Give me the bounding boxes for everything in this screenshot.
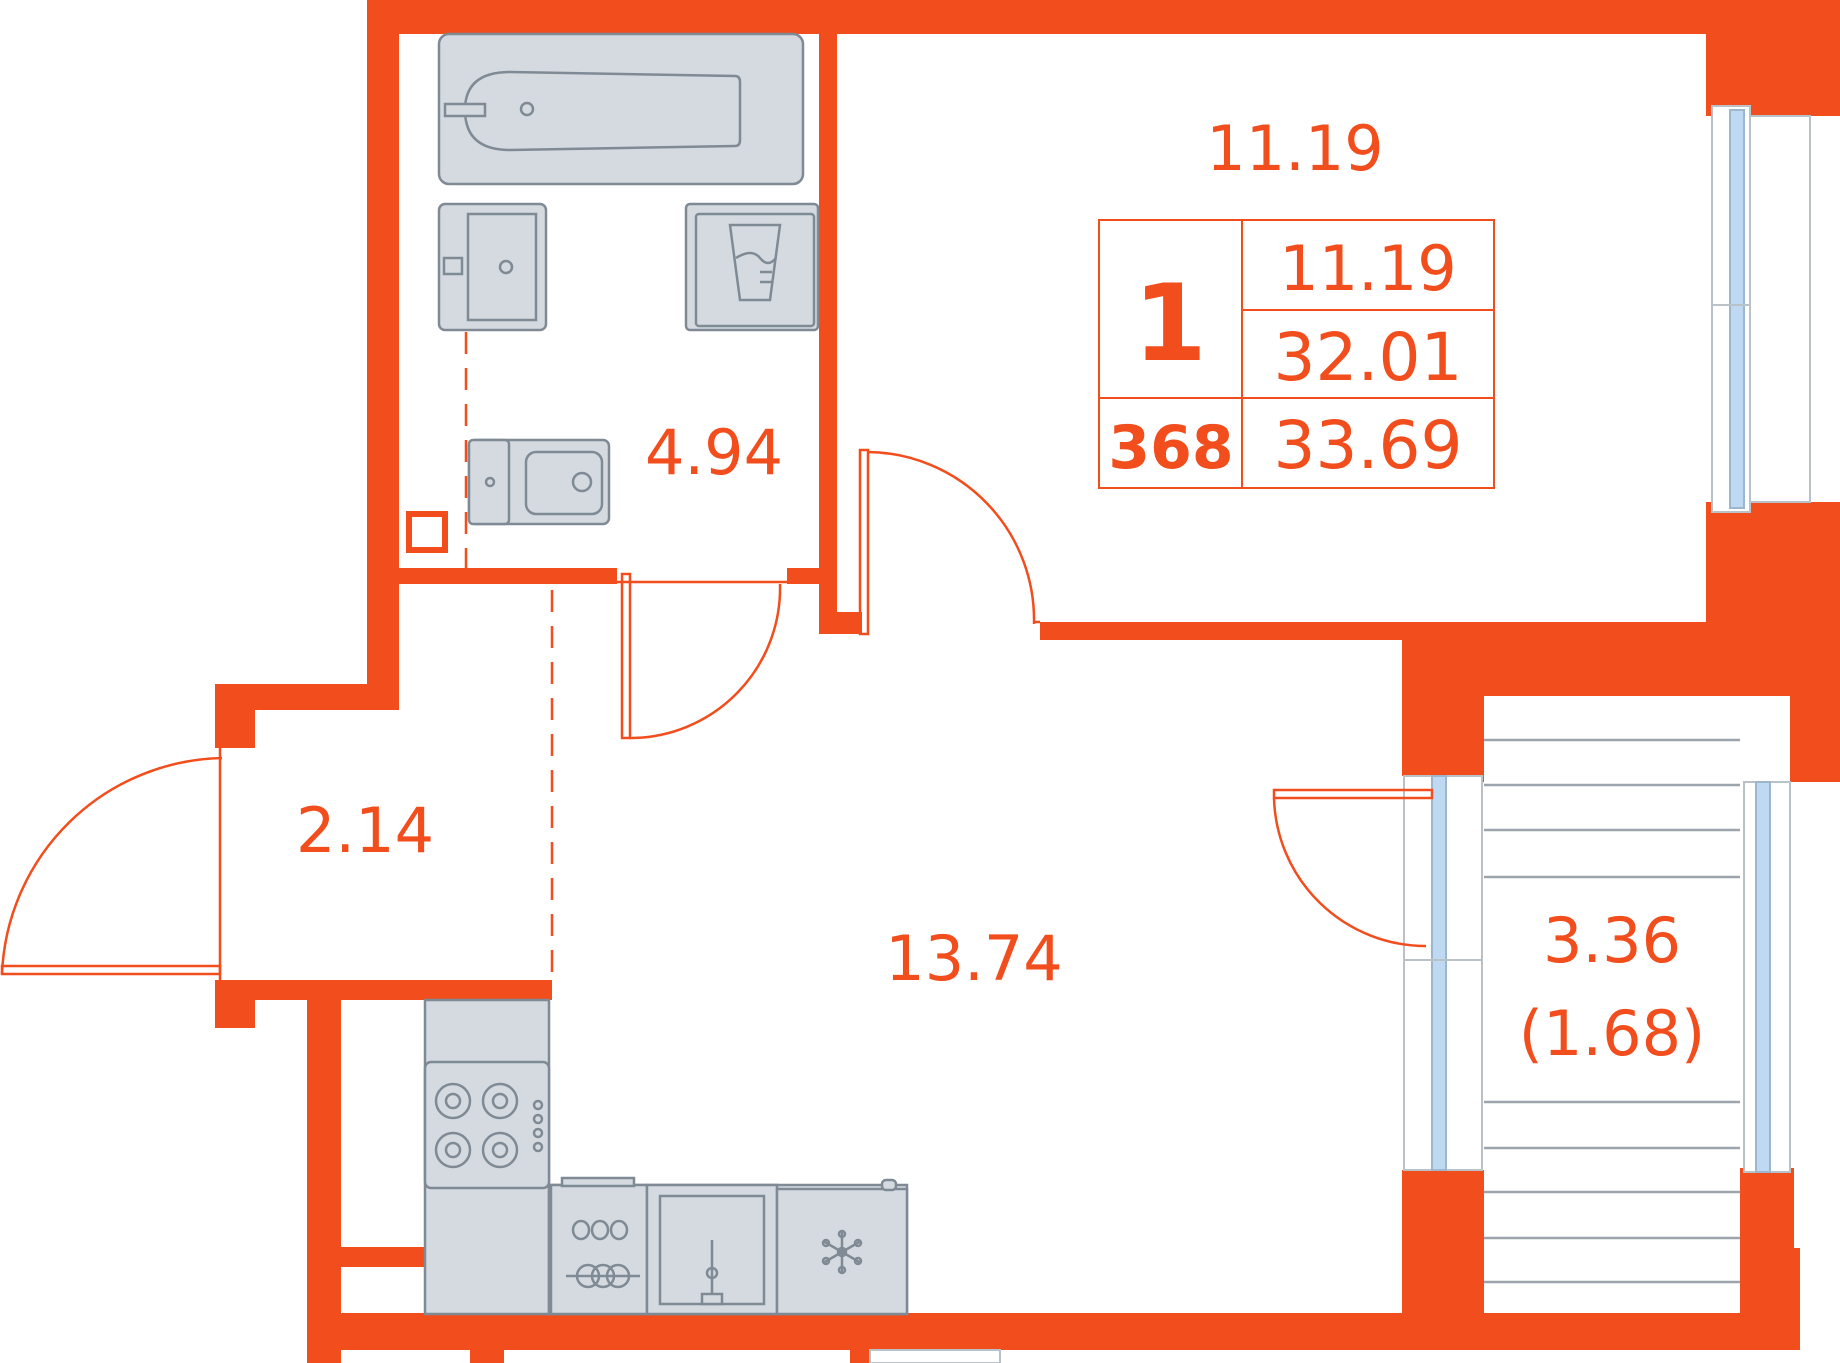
balcony-area-label: 3.36 <box>1543 904 1681 977</box>
total-area-value: 32.01 <box>1274 319 1463 396</box>
dishwasher-icon <box>549 1176 649 1316</box>
window-bottom <box>869 1349 1001 1363</box>
zone-dividers <box>464 332 554 982</box>
cooktop-icon <box>423 1060 551 1190</box>
bathtub-icon <box>437 32 805 186</box>
living-area-value: 11.19 <box>1279 232 1457 305</box>
rooms-count: 1 <box>1133 262 1207 385</box>
fridge-icon <box>775 1178 909 1316</box>
toilet-icon <box>467 438 611 526</box>
balcony-reduced-area-label: (1.68) <box>1519 997 1705 1070</box>
hallway-area-label: 2.14 <box>296 794 434 867</box>
ventilation-shaft <box>406 511 448 553</box>
total-area-with-balcony-value: 33.69 <box>1274 407 1463 484</box>
walls <box>215 0 1840 1363</box>
doors <box>0 448 1434 980</box>
bathroom-area-label: 4.94 <box>645 416 783 489</box>
room-area-label: 11.19 <box>1206 112 1384 185</box>
sink-icon <box>437 202 548 332</box>
apartment-number: 368 <box>1108 413 1233 483</box>
washing-machine-icon <box>684 202 820 332</box>
kitchen-sink-icon <box>645 1183 779 1316</box>
window-right <box>1711 105 1811 513</box>
window-balcony-left <box>1403 775 1483 1171</box>
apartment-info-table <box>1098 219 1495 489</box>
balcony-slats <box>1484 738 1740 1284</box>
window-balcony-right <box>1743 781 1791 1173</box>
kitchen-living-area-label: 13.74 <box>885 922 1063 995</box>
